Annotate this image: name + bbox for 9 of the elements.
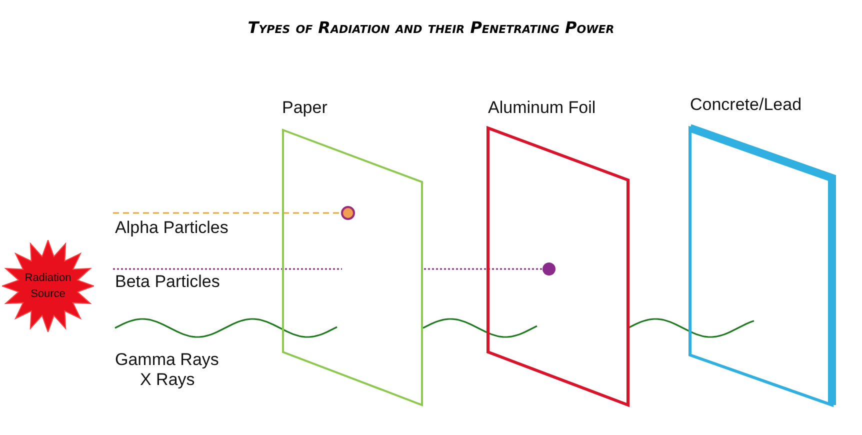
ray-label: Gamma Rays <box>115 350 219 370</box>
ray-label: Alpha Particles <box>115 218 228 238</box>
title: Types of Radiation and their Penetrating Power <box>246 18 616 37</box>
barrier-label: Concrete/Lead <box>690 95 802 115</box>
barrier-label: Aluminum Foil <box>488 98 596 118</box>
source-label: Radiation Source <box>24 271 72 302</box>
ray-label: X Rays <box>140 370 195 390</box>
barrier-label: Paper <box>282 98 328 118</box>
ray-label: Beta Particles <box>115 272 220 292</box>
